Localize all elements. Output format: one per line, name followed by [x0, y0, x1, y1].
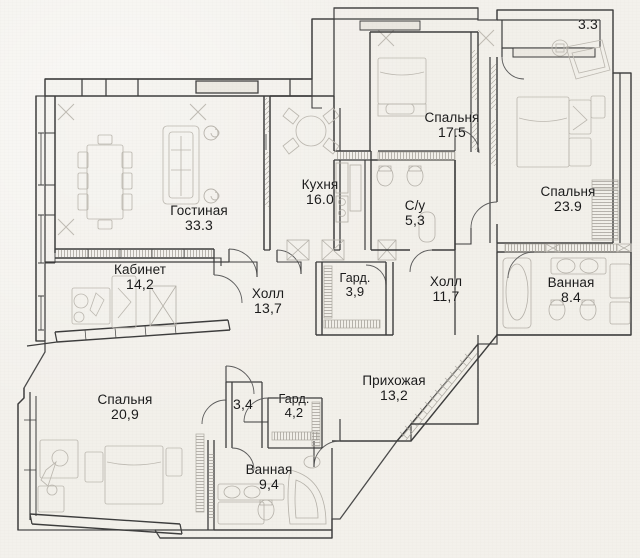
bathroom-fixtures-94	[217, 455, 327, 525]
bed-209	[84, 445, 183, 505]
bathroom-fixtures-84	[502, 257, 631, 329]
column-marks	[57, 29, 495, 236]
dresser-209	[37, 439, 79, 513]
dining-set	[77, 134, 133, 230]
bed-23	[516, 95, 606, 168]
bathroom-fixtures-su	[376, 165, 436, 243]
bed-17	[377, 57, 427, 117]
study-furniture	[71, 275, 137, 329]
sofa-set	[162, 125, 200, 205]
armchair-23	[551, 39, 611, 80]
kitchen-table	[282, 107, 340, 155]
wall-layer	[17, 7, 632, 539]
